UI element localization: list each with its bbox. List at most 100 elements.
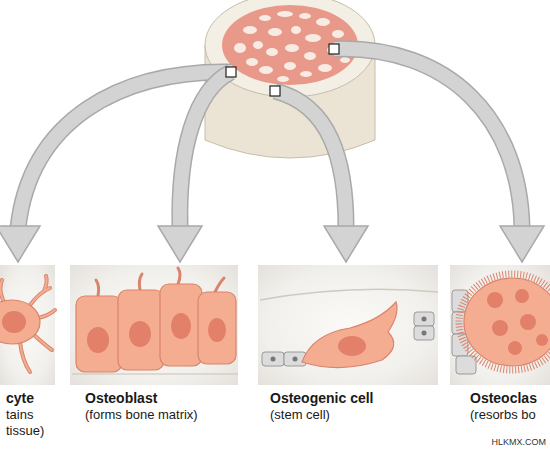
bone-cross-section [205,0,375,97]
osteoclast-cell [452,312,468,334]
panel-background [70,265,238,385]
pointer-arrow [324,226,368,262]
osteoblast-cells [171,313,191,339]
osteoclast-cell [515,289,529,303]
osteoclast-cell [487,292,503,308]
bone-cross-section [340,57,350,63]
bone-cross-section [259,15,271,21]
osteoblast-cells [87,327,109,353]
panel-caption: Osteoblast(forms bone matrix) [85,389,238,423]
osteoblast-cells [215,278,224,292]
bone-cross-section [316,18,330,26]
bone-cross-section [222,5,358,85]
osteocyte-cell [34,335,52,350]
cell-name: Osteoblast [85,389,238,407]
cell-role: (resorbs bo [470,407,550,423]
pointer-arrow [158,226,202,262]
pointer-arrow [180,72,231,228]
bone-cross-section [305,34,321,42]
osteoblast-cells [76,284,236,372]
osteocyte-cell [0,280,4,302]
bone-cross-section [205,45,375,158]
bone-cross-section [234,43,246,53]
cell-name: Osteogenic cell [270,389,438,407]
bone-cross-section [285,44,299,52]
bone-cross-section [304,52,316,60]
pointer-arrow [500,226,544,262]
osteocyte-cell [44,276,47,291]
osteogenic-cell [414,326,434,340]
panel-background [0,265,55,385]
osteocyte-cell [44,276,47,291]
osteocyte-cell [0,300,40,344]
panel-background [258,265,438,385]
osteoblast-cells [178,268,180,284]
panel-caption: Osteoclas(resorbs bo [470,389,550,423]
osteocyte-cell [0,276,55,372]
cell-panel: Osteogenic cell(stem cell) [258,265,438,445]
bone-cross-section [277,11,293,17]
osteoblast-cells [96,268,224,296]
pointer-arrow [275,91,346,228]
osteogenic-cell [414,312,434,326]
osteoblast-cells [160,284,202,366]
cell-name: Osteoclas [470,389,550,407]
osteogenic-cell [260,289,438,300]
watermark: HLKMX.COM [491,437,546,447]
osteocyte-cell [20,342,30,372]
bone-cross-section [234,11,350,82]
osteogenic-cell [260,289,438,367]
bone-cross-section [268,28,282,36]
bone-cross-section [299,13,311,19]
osteoblast-cells [118,290,164,370]
bone-cross-section [291,26,301,34]
bone-cross-section [300,71,312,77]
osteogenic-cell [422,317,427,322]
osteoclast-cell [452,290,468,312]
bone-cross-section [284,62,296,70]
pointer-arrow [334,49,522,228]
osteoblast-cells [76,296,122,372]
bone-cross-section [246,58,258,66]
osteocyte-cell [2,311,26,333]
panel-caption: cytetains tissue) [6,389,55,439]
osteogenic-cell [284,352,306,366]
osteoclast-cell [508,341,522,355]
cell-role: (stem cell) [270,407,438,423]
osteoclast-cell [459,274,550,370]
osteocyte-cell [34,335,52,350]
sample-square [226,67,236,77]
osteoblast-cells [198,292,236,364]
bone-cross-section [318,64,332,72]
bone-cross-section [327,46,337,54]
osteocyte-cell [0,276,55,372]
pointer-arrow [18,72,231,228]
osteoclast-cell [520,314,536,330]
pointer-arrow [275,91,346,228]
osteoclast-cell [464,278,550,366]
bone-cross-section [266,48,278,56]
osteoclast-cell [452,274,550,374]
panel-caption: Osteogenic cell(stem cell) [270,389,438,423]
osteoclast-cell [456,356,476,374]
pointer-arrow [180,72,231,228]
cell-role: (forms bone matrix) [85,407,238,423]
osteogenic-cell [262,352,284,366]
osteocyte-cell [38,310,55,318]
pointer-arrow [0,49,544,262]
bone-cross-section [243,26,257,34]
osteoblast-cells [96,280,99,296]
osteogenic-cell [262,312,434,366]
bone-cross-section [205,0,375,158]
pointer-arrow [334,49,522,228]
sample-square [329,44,339,54]
osteoblast-cells [87,313,226,353]
osteocyte-cell [30,288,50,305]
bone-cross-section [253,41,263,49]
osteogenic-cell [302,302,397,368]
panel-background [450,265,550,385]
osteoclast-cell [452,290,476,374]
osteogenic-cell [422,331,427,336]
